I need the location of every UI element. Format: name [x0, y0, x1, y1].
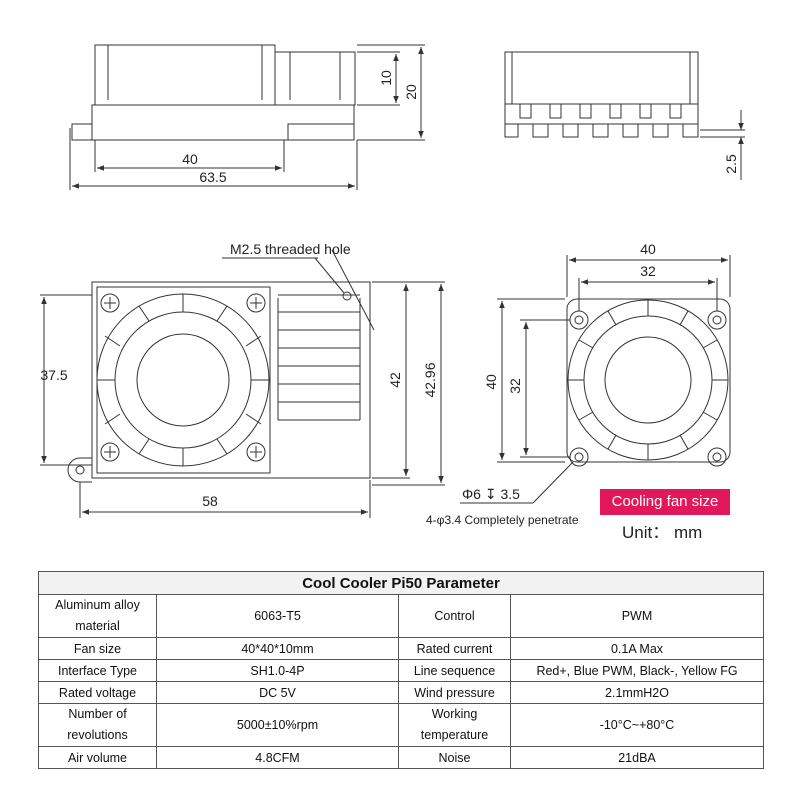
param-key: Number of revolutions	[38, 703, 157, 747]
dim-fan-hole-h: 32	[507, 378, 523, 394]
param-value: -10°C~+80°C	[509, 703, 765, 747]
parameter-table: Cool Cooler Pi50 Parameter Aluminum allo…	[37, 571, 765, 769]
param-key: Working temperature	[398, 703, 511, 747]
param-key: Control	[398, 594, 511, 638]
param-key: Fan size	[38, 637, 157, 660]
param-key: Aluminum alloy material	[38, 594, 157, 638]
dim-width-inner: 40	[182, 151, 198, 167]
fin-view	[504, 51, 745, 180]
param-key: Rated current	[398, 637, 511, 660]
param-value: 40*40*10mm	[156, 637, 399, 660]
param-key: Interface Type	[38, 659, 157, 682]
dim-base: 2.5	[723, 154, 739, 174]
table-row: Interface Type SH1.0-4P Line sequence Re…	[38, 659, 765, 682]
hole-label: M2.5 threaded hole	[230, 241, 351, 257]
table-title: Cool Cooler Pi50 Parameter	[37, 571, 765, 595]
dim-width-total: 63.5	[199, 169, 226, 185]
fan-view	[460, 255, 731, 504]
fan-blades-front	[97, 294, 269, 466]
table-row: Fan size 40*40*10mm Rated current 0.1A M…	[38, 637, 765, 660]
param-key: Rated voltage	[38, 681, 157, 704]
table-row: Aluminum alloy material 6063-T5 Control …	[38, 594, 765, 638]
param-value: 21dBA	[509, 746, 765, 769]
dim-height-left: 37.5	[40, 367, 67, 383]
fins-front	[277, 294, 361, 421]
holes-note: 4-φ3.4 Completely penetrate	[426, 513, 579, 527]
dim-height-fan: 10	[378, 70, 394, 86]
cooling-fan-size-badge: Cooling fan size	[600, 489, 730, 515]
param-value: 4.8CFM	[156, 746, 399, 769]
dim-height-total-front: 42.96	[422, 362, 438, 397]
table-row: Air volume 4.8CFM Noise 21dBA	[38, 746, 765, 769]
technical-drawing: 40 63.5 10 20 2.5 M2.5 threaded hole 37.…	[40, 44, 745, 527]
counterbore-note: Φ6 ↧ 3.5	[462, 486, 520, 502]
front-view	[40, 249, 445, 518]
param-value: 0.1A Max	[509, 637, 765, 660]
dim-height-total: 20	[403, 84, 419, 100]
table-row: Number of revolutions 5000±10%rpm Workin…	[38, 703, 765, 747]
param-value: 5000±10%rpm	[156, 703, 399, 747]
param-value: 6063-T5	[156, 594, 399, 638]
param-key: Noise	[398, 746, 511, 769]
param-key: Air volume	[38, 746, 157, 769]
param-value: DC 5V	[156, 681, 399, 704]
param-value: Red+, Blue PWM, Black-, Yellow FG	[509, 659, 765, 682]
dim-width-front: 58	[202, 493, 218, 509]
table-row: Rated voltage DC 5V Wind pressure 2.1mmH…	[38, 681, 765, 704]
dim-fan-hole-w: 32	[640, 263, 656, 279]
param-key: Line sequence	[398, 659, 511, 682]
dim-fan-outer-h: 40	[483, 374, 499, 390]
dim-fan-outer-w: 40	[640, 241, 656, 257]
param-value: 2.1mmH2O	[509, 681, 765, 704]
param-value: SH1.0-4P	[156, 659, 399, 682]
param-key: Wind pressure	[398, 681, 511, 704]
unit-label: Unit： mm	[622, 523, 703, 542]
side-view	[69, 44, 425, 190]
param-value: PWM	[509, 594, 765, 638]
dim-height-mid: 42	[387, 372, 403, 388]
